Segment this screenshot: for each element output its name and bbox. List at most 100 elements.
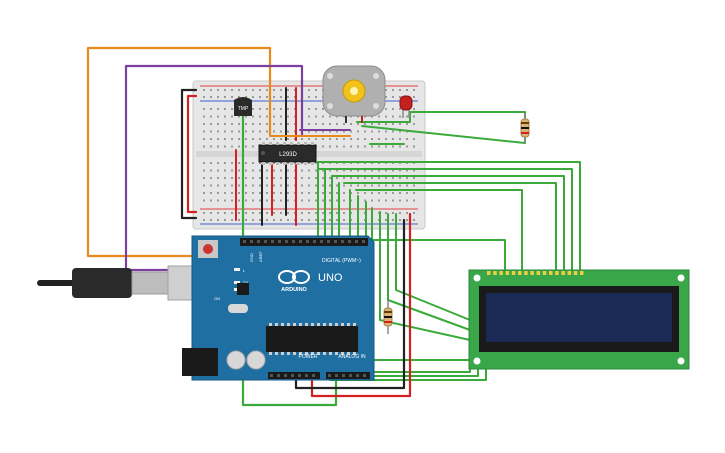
breadboard-hole — [280, 123, 282, 125]
breadboard-hole — [336, 138, 338, 140]
breadboard-hole — [308, 169, 310, 172]
chip-pin — [347, 352, 350, 355]
breadboard-hole — [413, 89, 415, 91]
breadboard-hole — [238, 192, 240, 194]
breadboard-hole — [231, 162, 233, 164]
breadboard-hole — [343, 192, 345, 194]
breadboard-hole — [266, 162, 268, 164]
breadboard-hole — [203, 96, 205, 98]
breadboard-hole — [399, 123, 401, 125]
breadboard-hole — [287, 96, 289, 98]
breadboard-hole — [266, 177, 268, 179]
breadboard-hole — [392, 96, 394, 98]
breadboard-hole — [266, 184, 268, 187]
breadboard-hole — [315, 162, 317, 164]
breadboard-hole — [301, 169, 303, 172]
breadboard-hole — [210, 130, 212, 133]
breadboard-hole — [413, 177, 415, 179]
breadboard-hole — [280, 184, 282, 187]
breadboard-hole — [210, 219, 212, 221]
breadboard-hole — [231, 108, 233, 110]
breadboard-hole — [385, 145, 387, 148]
breadboard-hole — [252, 145, 254, 148]
wire-red-left — [186, 94, 198, 214]
breadboard-hole — [259, 115, 261, 118]
breadboard-hole — [301, 212, 303, 214]
breadboard-hole — [308, 89, 310, 91]
breadboard-hole — [287, 212, 289, 214]
breadboard-hole — [371, 199, 373, 202]
breadboard-hole — [280, 177, 282, 179]
breadboard-hole — [280, 162, 282, 164]
breadboard-hole — [336, 145, 338, 148]
breadboard-hole — [210, 108, 212, 110]
breadboard-hole — [308, 184, 310, 187]
breadboard-hole — [203, 212, 205, 214]
breadboard-hole — [217, 89, 219, 91]
breadboard-hole — [217, 192, 219, 194]
breadboard-hole — [315, 169, 317, 172]
header-pin — [334, 240, 337, 243]
breadboard-hole — [350, 123, 352, 125]
breadboard-hole — [224, 108, 226, 110]
header-pin — [355, 240, 358, 243]
breadboard-hole — [343, 177, 345, 179]
chip-pin — [317, 323, 320, 326]
breadboard-hole — [280, 89, 282, 91]
breadboard-hole — [210, 177, 212, 179]
breadboard-hole — [329, 184, 331, 187]
breadboard-hole — [217, 138, 219, 140]
breadboard-hole — [273, 177, 275, 179]
header-pin — [327, 240, 330, 243]
breadboard-hole — [364, 184, 366, 187]
breadboard-hole — [210, 162, 212, 164]
breadboard-hole — [413, 192, 415, 194]
breadboard-hole — [392, 115, 394, 118]
breadboard-hole — [210, 89, 212, 91]
breadboard-hole — [245, 145, 247, 148]
breadboard-hole — [350, 145, 352, 148]
breadboard-hole — [322, 130, 324, 133]
breadboard-hole — [203, 219, 205, 221]
breadboard-hole — [357, 184, 359, 187]
header-pin — [285, 240, 288, 243]
breadboard-hole — [280, 130, 282, 133]
breadboard-hole — [210, 212, 212, 214]
header-pin — [277, 374, 280, 377]
resistor-top — [520, 113, 530, 143]
breadboard-hole — [266, 130, 268, 133]
breadboard-hole — [231, 89, 233, 91]
breadboard-hole — [252, 199, 254, 202]
breadboard-hole — [343, 130, 345, 133]
breadboard-hole — [385, 89, 387, 91]
breadboard-hole — [203, 123, 205, 125]
ic-pin — [311, 142, 314, 145]
breadboard-hole — [224, 212, 226, 214]
breadboard-hole — [357, 138, 359, 140]
breadboard-hole — [245, 169, 247, 172]
ic-pin — [297, 162, 300, 165]
breadboard-hole — [203, 199, 205, 202]
chip-pin — [335, 352, 338, 355]
breadboard-hole — [406, 138, 408, 140]
breadboard-hole — [231, 212, 233, 214]
breadboard-hole — [385, 169, 387, 172]
breadboard-hole — [392, 199, 394, 202]
breadboard-hole — [273, 89, 275, 91]
breadboard-hole — [406, 184, 408, 187]
breadboard-hole — [322, 184, 324, 187]
ic-pin — [276, 162, 279, 165]
breadboard-hole — [259, 199, 261, 202]
breadboard-hole — [350, 169, 352, 172]
breadboard-hole — [308, 96, 310, 98]
breadboard-hole — [280, 169, 282, 172]
arduino-logo-icon — [278, 270, 310, 284]
breadboard-hole — [357, 123, 359, 125]
digital-label: DIGITAL (PWM~) — [322, 258, 361, 264]
breadboard-hole — [217, 96, 219, 98]
header-pin — [335, 374, 338, 377]
breadboard-hole — [238, 115, 240, 118]
breadboard-hole — [224, 192, 226, 194]
chip-pin — [281, 352, 284, 355]
